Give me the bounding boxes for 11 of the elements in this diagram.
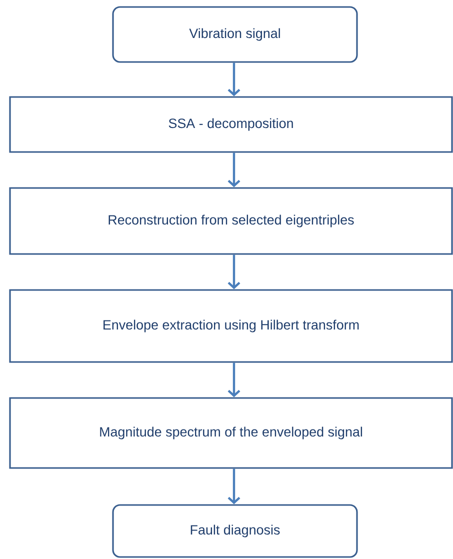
process-box: Magnitude spectrum of the enveloped signal: [9, 397, 453, 469]
terminal-box: Fault diagnosis: [112, 504, 358, 558]
arrow: [228, 62, 240, 96]
process-box: Envelope extraction using Hilbert transform: [9, 289, 453, 363]
arrow: [228, 362, 240, 398]
arrow: [228, 152, 240, 188]
arrow: [228, 254, 240, 290]
arrow: [228, 468, 240, 504]
process-box: Reconstruction from selected eigentriples: [9, 187, 453, 255]
process-box: SSA - decomposition: [9, 96, 453, 153]
terminal-box: Vibration signal: [112, 6, 358, 63]
